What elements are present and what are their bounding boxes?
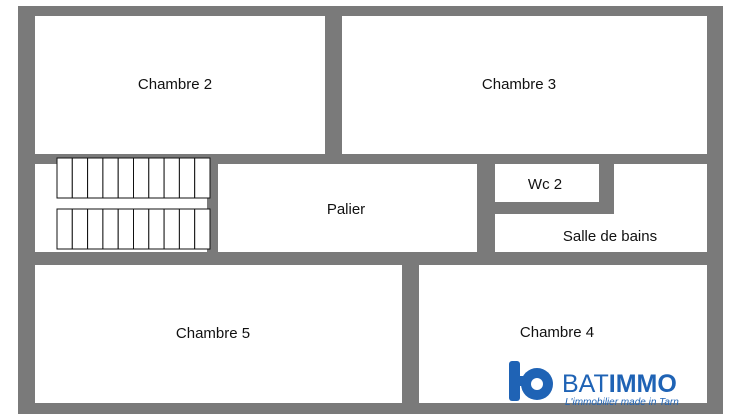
stair-tread bbox=[194, 157, 211, 199]
batimmo-b-logo-icon bbox=[509, 361, 553, 401]
room-chambre-5[interactable] bbox=[35, 265, 402, 403]
stair-tread bbox=[87, 208, 104, 250]
label-chambre-4: Chambre 4 bbox=[520, 324, 594, 341]
stair-tread bbox=[71, 157, 89, 199]
stair-tread bbox=[56, 208, 73, 250]
stair-tread bbox=[148, 208, 165, 250]
stair-tread bbox=[117, 208, 134, 250]
label-chambre-5: Chambre 5 bbox=[176, 325, 250, 342]
room-chambre-3[interactable] bbox=[342, 16, 707, 154]
room-palier[interactable] bbox=[218, 164, 477, 252]
stair-tread bbox=[148, 157, 165, 199]
room-wc-2[interactable] bbox=[495, 164, 599, 202]
stair-tread bbox=[178, 208, 196, 250]
stair-tread bbox=[117, 157, 134, 199]
stair-tread bbox=[133, 157, 150, 199]
label-chambre-3: Chambre 3 bbox=[482, 76, 556, 93]
room-chambre-2[interactable] bbox=[35, 16, 325, 154]
label-wc-2: Wc 2 bbox=[528, 176, 562, 193]
stair-tread bbox=[102, 157, 119, 199]
stair-tread bbox=[163, 157, 180, 199]
stair-tread bbox=[71, 208, 89, 250]
batimmo-logo: BATIMMO L'immobilier made in Tarn bbox=[509, 361, 679, 408]
label-chambre-2: Chambre 2 bbox=[138, 76, 212, 93]
stair-tread bbox=[87, 157, 104, 199]
stair-tread bbox=[194, 208, 211, 250]
room-salle-de-bains-upper[interactable] bbox=[614, 164, 707, 214]
stair-tread bbox=[133, 208, 150, 250]
room-salle-de-bains-lower[interactable] bbox=[495, 214, 707, 252]
brand-name-part2: IMMO bbox=[609, 370, 677, 398]
brand-tagline: L'immobilier made in Tarn bbox=[565, 397, 679, 408]
label-palier: Palier bbox=[327, 201, 365, 218]
staircase bbox=[56, 157, 211, 250]
brand-name-part1: BAT bbox=[562, 370, 609, 398]
label-salle-de-bains: Salle de bains bbox=[563, 228, 657, 245]
stair-tread bbox=[56, 157, 73, 199]
stair-tread bbox=[163, 208, 180, 250]
brand-name: BATIMMO bbox=[562, 370, 677, 398]
room-chambre-4[interactable] bbox=[419, 265, 707, 403]
stair-tread bbox=[178, 157, 196, 199]
stair-tread bbox=[102, 208, 119, 250]
